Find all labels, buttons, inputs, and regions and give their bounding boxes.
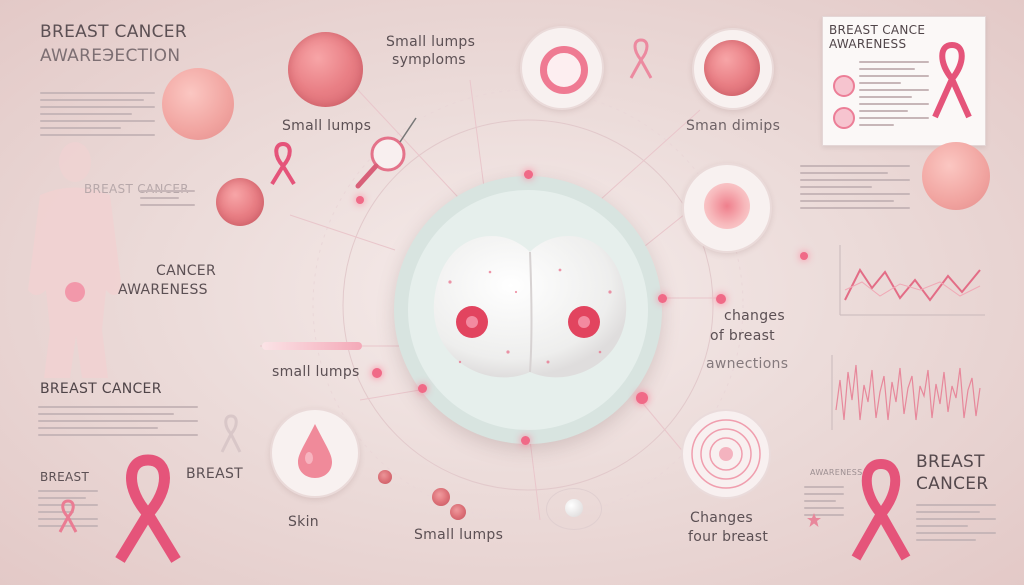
card-bullet-icon bbox=[833, 75, 855, 97]
small-lumps-bottom-label: Small lumps bbox=[414, 527, 504, 543]
glow-dot bbox=[716, 294, 726, 304]
glow-dot bbox=[356, 196, 364, 204]
symptoms-label-line-2: symploms bbox=[392, 52, 466, 68]
small-lumps-mid-label: small lumps bbox=[272, 364, 360, 380]
indicator-bar bbox=[262, 342, 362, 350]
awareness-ribbon-icon bbox=[270, 141, 296, 186]
glow-dot bbox=[658, 294, 667, 303]
pearl-frame bbox=[546, 488, 602, 530]
glow-dot bbox=[521, 436, 530, 445]
changes-label-line-2: of breast bbox=[710, 328, 775, 344]
lump-illustration bbox=[288, 32, 363, 107]
placeholder-text-block bbox=[40, 92, 155, 141]
cancer-awareness-line-1: CANCER bbox=[156, 263, 216, 279]
awareness-ribbon-icon bbox=[932, 41, 972, 119]
lump-illustration bbox=[922, 142, 990, 210]
breast-left-small-label: BREAST bbox=[40, 470, 90, 484]
lump-illustration bbox=[378, 470, 392, 484]
awareness-ribbon-icon bbox=[115, 454, 181, 563]
awareness-small-label: AWARENESS bbox=[810, 468, 863, 477]
skin-frame bbox=[270, 408, 360, 498]
lump-frame bbox=[692, 28, 774, 110]
placeholder-text-block bbox=[38, 406, 198, 441]
changes-bottom-line-1: Changes bbox=[690, 510, 753, 526]
glow-dot bbox=[372, 368, 382, 378]
breast-small-label: BREAST bbox=[186, 466, 243, 482]
glow-dot bbox=[524, 170, 533, 179]
awnections-label: awnections bbox=[706, 356, 789, 372]
card-title-line-1: BREAST CANCE bbox=[829, 23, 926, 37]
cancer-awareness-line-2: AWARENESS bbox=[118, 282, 208, 298]
glow-dot bbox=[636, 392, 648, 404]
placeholder-text-block bbox=[804, 486, 844, 521]
card-bullet-icon bbox=[833, 107, 855, 129]
dimple-frame bbox=[682, 163, 772, 253]
lump-illustration bbox=[216, 178, 264, 226]
title-line-2: AWAREЭECTION bbox=[40, 46, 181, 66]
wave-chart-graphic bbox=[831, 355, 981, 430]
breast-illustration bbox=[433, 236, 627, 378]
changes-label-line-1: changes bbox=[724, 308, 785, 324]
breast-cancer-right-line-1: BREAST bbox=[916, 452, 985, 472]
glow-dot bbox=[800, 252, 808, 260]
awareness-ribbon-icon bbox=[220, 414, 242, 453]
awareness-ribbon-icon bbox=[58, 499, 78, 533]
glow-dot bbox=[418, 384, 427, 393]
breast-cancer-right-line-2: CANCER bbox=[916, 474, 989, 494]
magnifier-icon bbox=[355, 117, 417, 189]
lump-illustration bbox=[432, 488, 450, 506]
skin-label: Skin bbox=[288, 514, 319, 530]
sman-dimps-label: Sman dimips bbox=[686, 118, 781, 134]
title-line-1: BREAST CANCER bbox=[40, 22, 187, 42]
bar-graphic bbox=[140, 190, 195, 211]
changes-bottom-line-2: four breast bbox=[688, 529, 769, 545]
star-icon bbox=[807, 513, 821, 527]
body-silhouette bbox=[28, 142, 122, 378]
target-illustration bbox=[681, 409, 771, 499]
ring-illustration bbox=[520, 26, 604, 110]
card-title-line-2: AWARENESS bbox=[829, 37, 907, 51]
awareness-ribbon-icon bbox=[851, 458, 911, 561]
placeholder-text-block bbox=[916, 504, 996, 546]
awareness-card: BREAST CANCE AWARENESS bbox=[822, 16, 986, 146]
lump-illustration bbox=[162, 68, 234, 140]
body-label: BREAST CANCER bbox=[84, 182, 189, 196]
breast-cancer-left-label: BREAST CANCER bbox=[40, 381, 162, 397]
symptoms-label-line-1: Small lumps bbox=[386, 34, 476, 50]
small-lumps-label: Small lumps bbox=[282, 118, 372, 134]
line-chart-graphic bbox=[839, 245, 985, 316]
lump-illustration bbox=[450, 504, 466, 520]
placeholder-text-block bbox=[800, 165, 910, 214]
awareness-ribbon-icon bbox=[629, 38, 653, 79]
